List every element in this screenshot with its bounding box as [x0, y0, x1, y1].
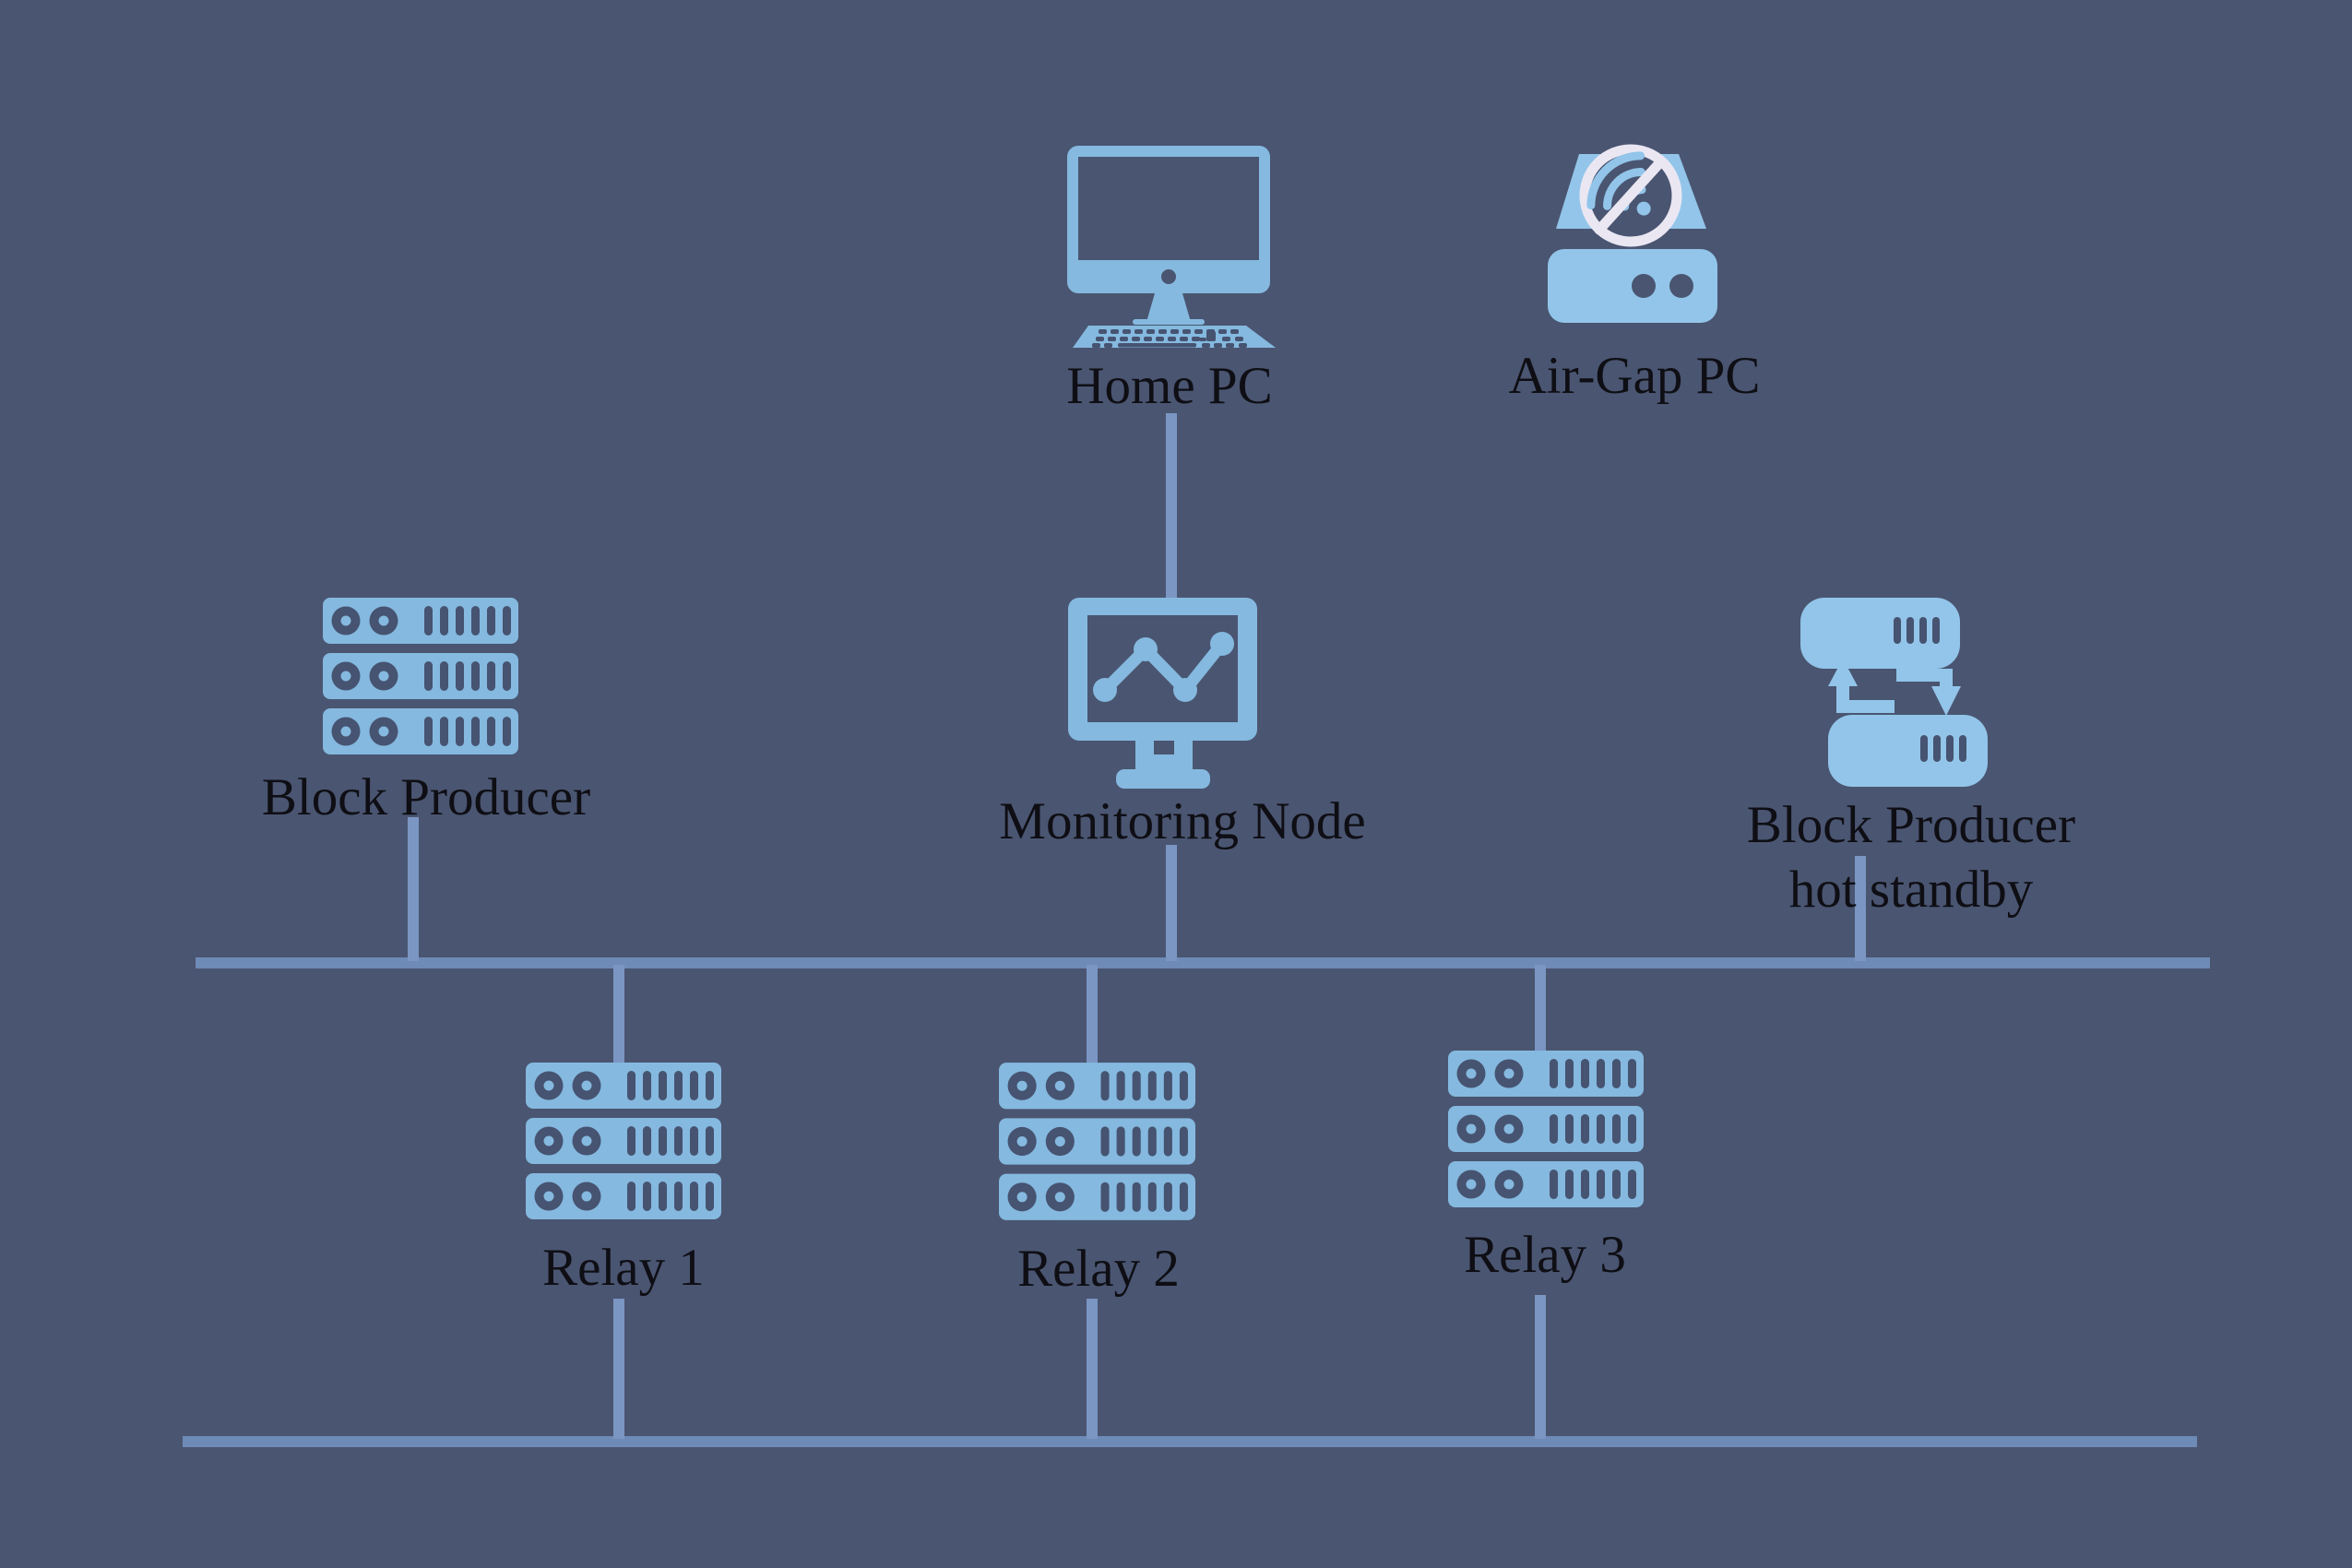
relay-3-label: Relay 3 [1464, 1226, 1626, 1284]
hot-standby-label-line2: hot standby [1788, 861, 2034, 919]
edge-relay2-internet [1087, 1299, 1098, 1439]
desktop-computer-icon [1067, 146, 1276, 348]
relay-2-label: Relay 2 [1017, 1240, 1180, 1298]
hot-standby-label-line1: Block Producer [1746, 796, 2076, 854]
home-pc-label: Home PC [1066, 357, 1273, 415]
relay-bus-line [196, 957, 2210, 968]
edge-blockproducer-bus [408, 817, 419, 961]
air-gap-pc-label: Air-Gap PC [1508, 347, 1761, 405]
monitoring-node-label: Monitoring Node [999, 792, 1366, 850]
edge-bus-relay3 [1535, 965, 1546, 1053]
down-arrow [1896, 669, 1953, 690]
edge-hotstandby-bus [1855, 856, 1866, 961]
server-rack-icon [999, 1063, 1195, 1220]
block-producer-label: Block Producer [261, 768, 591, 826]
no-sign-slash [1594, 157, 1666, 235]
relay-1-label: Relay 1 [542, 1239, 705, 1297]
block-producer-hot-standby-label: Block Producer hot standby [1671, 793, 2151, 922]
failover-servers-icon [1800, 598, 1988, 787]
no-wifi-drive-icon [1548, 144, 1717, 323]
edge-homepc-monitoring [1166, 413, 1177, 601]
chart-monitor-icon [1068, 598, 1257, 789]
edge-bus-relay2 [1087, 965, 1098, 1066]
server-rack-icon [323, 598, 518, 754]
server-rack-icon [526, 1063, 721, 1219]
edge-monitoring-bus [1166, 845, 1177, 961]
up-arrow [1836, 683, 1895, 713]
edge-relay1-internet [613, 1299, 624, 1439]
server-rack-icon [1448, 1051, 1644, 1207]
edge-relay3-internet [1535, 1295, 1546, 1439]
internet-bus-line [183, 1436, 2197, 1447]
edge-bus-relay1 [613, 965, 624, 1066]
